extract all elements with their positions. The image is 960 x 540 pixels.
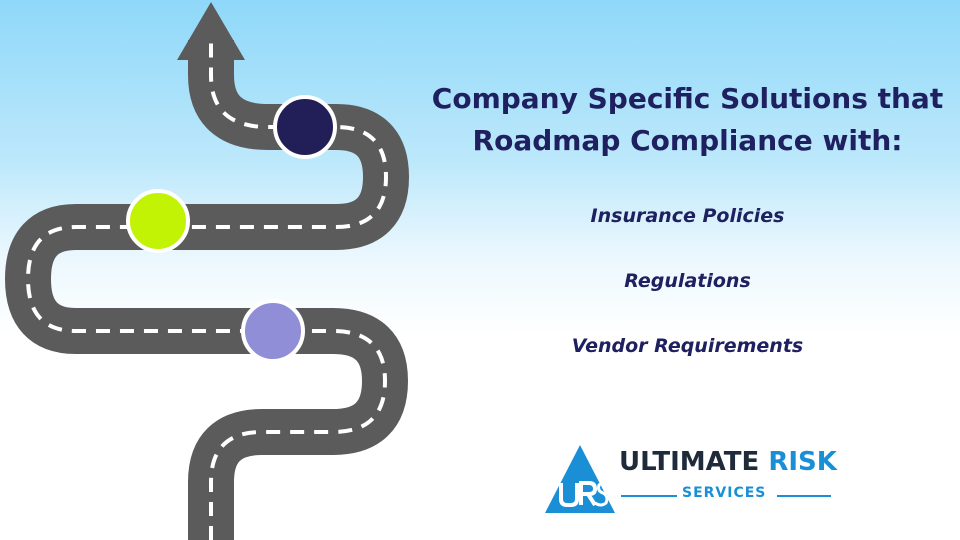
logo-rule-left [621, 495, 677, 497]
logo-word-risk: RISK [768, 447, 837, 477]
logo-word-ultimate: ULTIMATE [619, 447, 760, 477]
item-vendor-requirements: Vendor Requirements [571, 335, 804, 357]
item-insurance-policies: Insurance Policies [590, 205, 785, 227]
title-line-2: Roadmap Compliance with: [472, 124, 903, 157]
company-logo: ULTIMATE RISK SERVICES [543, 443, 843, 515]
item-regulations: Regulations [624, 270, 751, 292]
logo-rule-right [777, 495, 831, 497]
milestone-top [273, 95, 337, 159]
road-lane-dashes [25, 38, 389, 540]
logo-wordmark: ULTIMATE RISK [619, 447, 837, 477]
milestone-middle [126, 189, 190, 253]
logo-services: SERVICES [682, 485, 767, 501]
milestone-bottom [241, 299, 305, 363]
title-line-1: Company Specific Solutions that [431, 82, 944, 115]
slide-title: Company Specific Solutions that Roadmap … [420, 78, 955, 162]
road-arrow-head [177, 2, 245, 60]
urs-monogram-icon [545, 445, 615, 513]
